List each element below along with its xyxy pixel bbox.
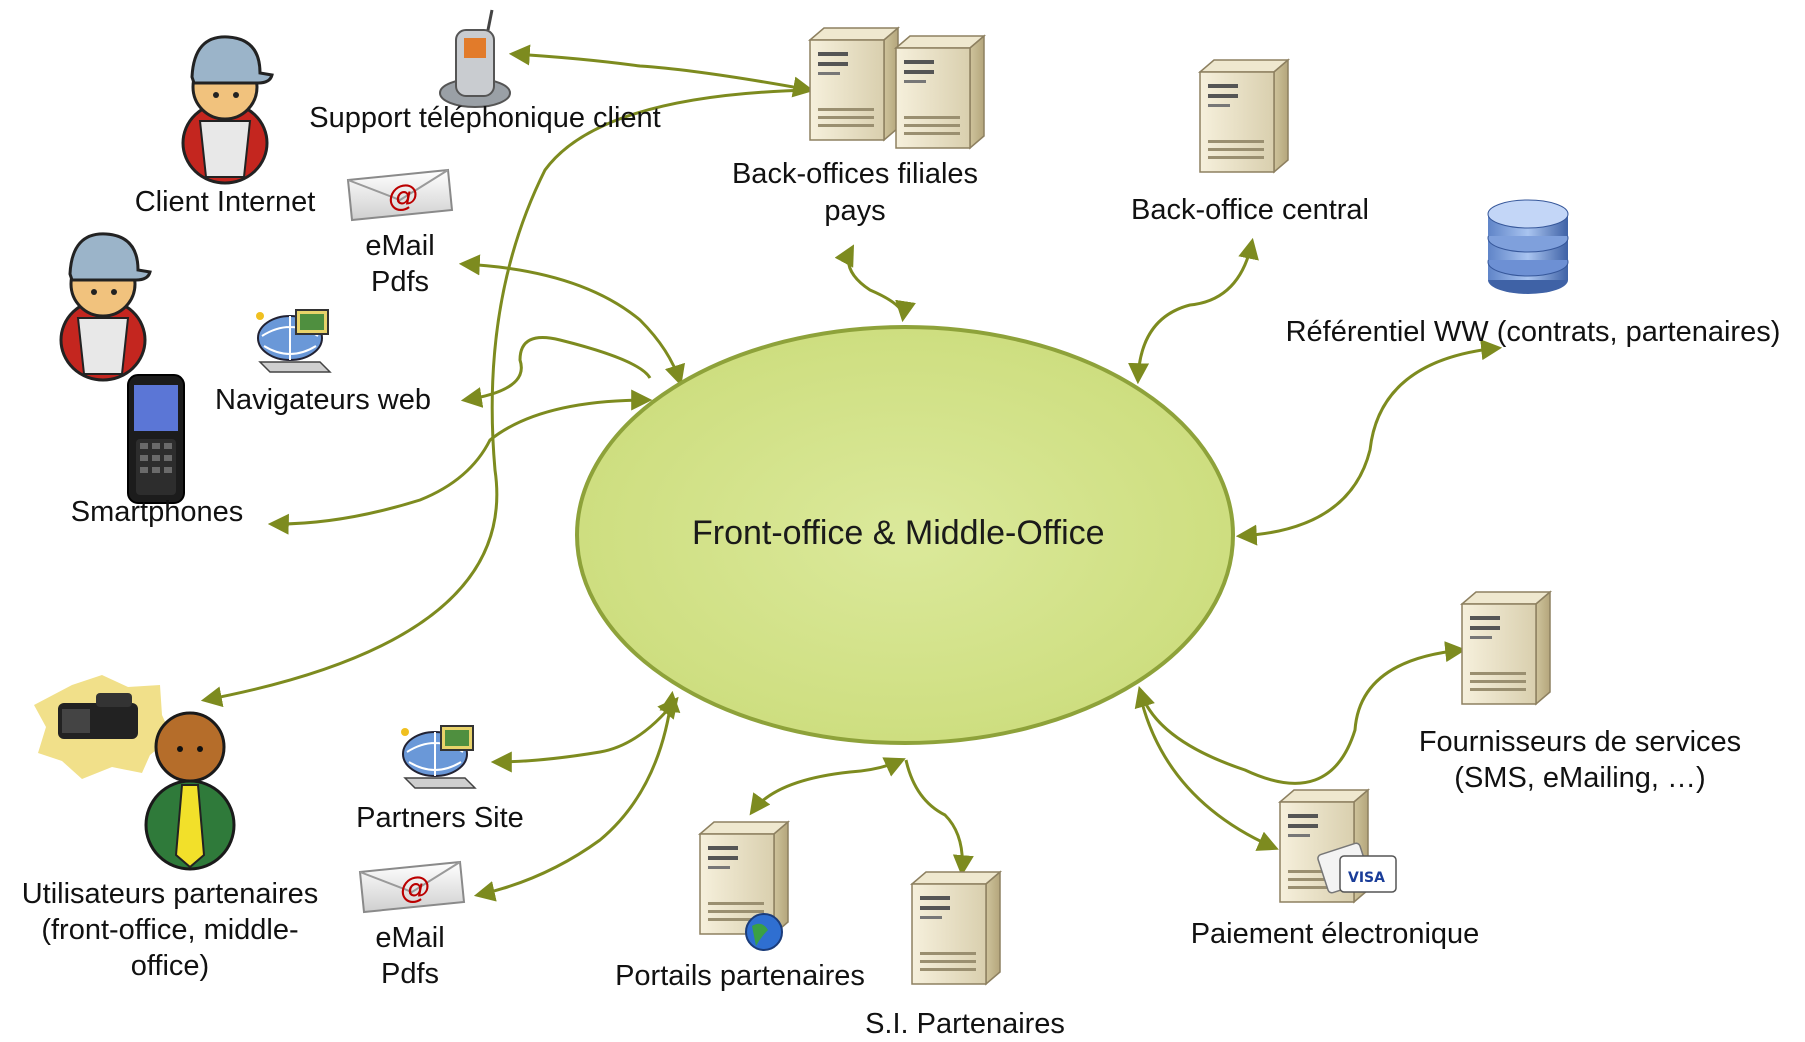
fournisseurs-line2: (SMS, eMailing, …)	[1454, 762, 1706, 794]
partner-user-icon	[34, 675, 236, 871]
connector-support-tel	[508, 44, 815, 98]
connectors	[200, 44, 1503, 902]
server-globe-icon	[699, 821, 789, 951]
connector-portails	[749, 757, 906, 816]
smartphone-icon	[127, 374, 185, 504]
connector-fournisseurs	[1134, 641, 1467, 785]
email-pdfs-bottom-line1: eMail	[375, 922, 445, 954]
connector-navigateurs	[460, 336, 652, 408]
web-icon	[400, 725, 476, 789]
email-icon	[347, 169, 453, 221]
server-icon	[1461, 591, 1551, 705]
connector-si-partenaires	[904, 759, 974, 877]
portails-partenaires-label: Portails partenaires	[615, 960, 865, 992]
fournisseurs-line1: Fournisseurs de services	[1418, 726, 1742, 758]
server-icon	[1199, 59, 1289, 173]
connector-partners-site	[490, 696, 679, 773]
user-icon	[181, 35, 274, 185]
connector-email-top	[458, 254, 686, 387]
email-pdfs-top-line2: Pdfs	[370, 266, 430, 298]
utilisateurs-line2: (front-office, middle-	[41, 914, 299, 946]
partners-site-label: Partners Site	[356, 802, 524, 834]
server-icon	[911, 871, 1001, 985]
utilisateurs-line3: office)	[130, 950, 210, 982]
database-icon	[1487, 199, 1569, 294]
support-tel-label: Support téléphonique client	[309, 102, 661, 134]
server-icon	[809, 27, 899, 141]
utilisateurs-line1: Utilisateurs partenaires	[21, 878, 319, 910]
connector-referentiel	[1235, 339, 1503, 546]
phone-icon	[439, 9, 511, 108]
email-pdfs-bottom-line2: Pdfs	[380, 958, 440, 990]
connector-email-bottom	[473, 690, 681, 902]
svg-text:VISA: VISA	[1348, 870, 1385, 886]
back-offices-filiales-line2: pays	[824, 195, 886, 227]
center-ellipse	[575, 325, 1235, 745]
paiement-label: Paiement électronique	[1190, 918, 1480, 950]
smartphones-label: Smartphones	[70, 496, 244, 528]
user-icon	[59, 232, 152, 382]
navigateurs-web-label: Navigateurs web	[215, 384, 431, 416]
client-internet-label: Client Internet	[134, 186, 316, 218]
si-partenaires-label: S.I. Partenaires	[865, 1008, 1065, 1040]
connector-smartphones	[267, 389, 653, 535]
connector-back-offices	[834, 244, 916, 323]
server-card-icon: VISA	[1279, 789, 1397, 903]
referentiel-label: Référentiel WW (contrats, partenaires)	[1285, 316, 1781, 348]
connector-back-office-central	[1128, 237, 1259, 385]
back-office-central-label: Back-office central	[1130, 194, 1370, 226]
email-icon	[359, 861, 465, 913]
center-label: Front-office & Middle-Office	[692, 514, 1105, 552]
connector-paiement	[1138, 694, 1279, 851]
server-icon	[895, 35, 985, 149]
email-pdfs-top-line1: eMail	[365, 230, 435, 262]
web-icon	[255, 309, 331, 373]
back-offices-filiales-line1: Back-offices filiales	[731, 158, 979, 190]
